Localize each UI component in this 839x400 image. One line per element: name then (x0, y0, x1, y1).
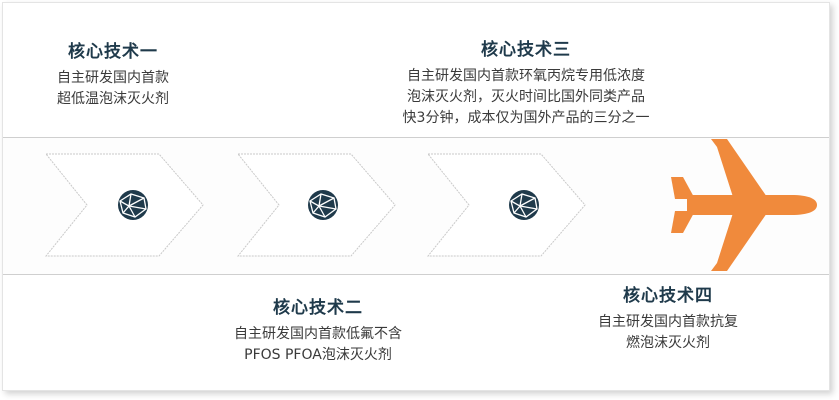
tech-4-desc-line: 燃泡沫灭火剂 (626, 335, 710, 351)
tech-1-desc-line: 自主研发国内首款 (57, 70, 169, 86)
tech-2-desc-line: PFOS PFOA泡沫灭火剂 (244, 347, 392, 363)
tech-3-block: 核心技术三 自主研发国内首款环氧丙烷专用低浓度 泡沫灭火剂，灭火时间比国外同类产… (381, 35, 671, 129)
globe-icon (117, 189, 149, 221)
tech-3-desc-line: 快3分钟，成本仅为国外产品的三分之一 (402, 110, 650, 126)
tech-4-desc-line: 自主研发国内首款抗复 (598, 314, 738, 330)
tech-1-block: 核心技术一 自主研发国内首款 超低温泡沫灭火剂 (43, 37, 183, 110)
tech-1-desc: 自主研发国内首款 超低温泡沫灭火剂 (43, 68, 183, 110)
tech-3-desc-line: 自主研发国内首款环氧丙烷专用低浓度 (407, 68, 645, 84)
tech-1-title: 核心技术一 (68, 42, 158, 62)
tech-2-desc-line: 自主研发国内首款低氟不含 (234, 326, 402, 342)
airplane-icon (669, 137, 819, 273)
tech-3-desc: 自主研发国内首款环氧丙烷专用低浓度 泡沫灭火剂，灭火时间比国外同类产品 快3分钟… (381, 66, 671, 129)
slide-canvas: 核心技术一 自主研发国内首款 超低温泡沫灭火剂 核心技术三 自主研发国内首款环氧… (2, 2, 830, 391)
globe-icon (307, 189, 339, 221)
tech-1-desc-line: 超低温泡沫灭火剂 (57, 91, 169, 107)
tech-2-block: 核心技术二 自主研发国内首款低氟不含 PFOS PFOA泡沫灭火剂 (213, 293, 423, 366)
tech-2-desc: 自主研发国内首款低氟不含 PFOS PFOA泡沫灭火剂 (213, 324, 423, 366)
tech-3-title: 核心技术三 (481, 40, 571, 60)
tech-4-block: 核心技术四 自主研发国内首款抗复 燃泡沫灭火剂 (583, 281, 753, 354)
tech-4-desc: 自主研发国内首款抗复 燃泡沫灭火剂 (583, 312, 753, 354)
tech-3-desc-line: 泡沫灭火剂，灭火时间比国外同类产品 (407, 89, 645, 105)
chevron-arrow-icon (427, 153, 587, 257)
tech-4-title: 核心技术四 (623, 286, 713, 306)
tech-2-title: 核心技术二 (273, 298, 363, 318)
globe-icon (508, 189, 540, 221)
